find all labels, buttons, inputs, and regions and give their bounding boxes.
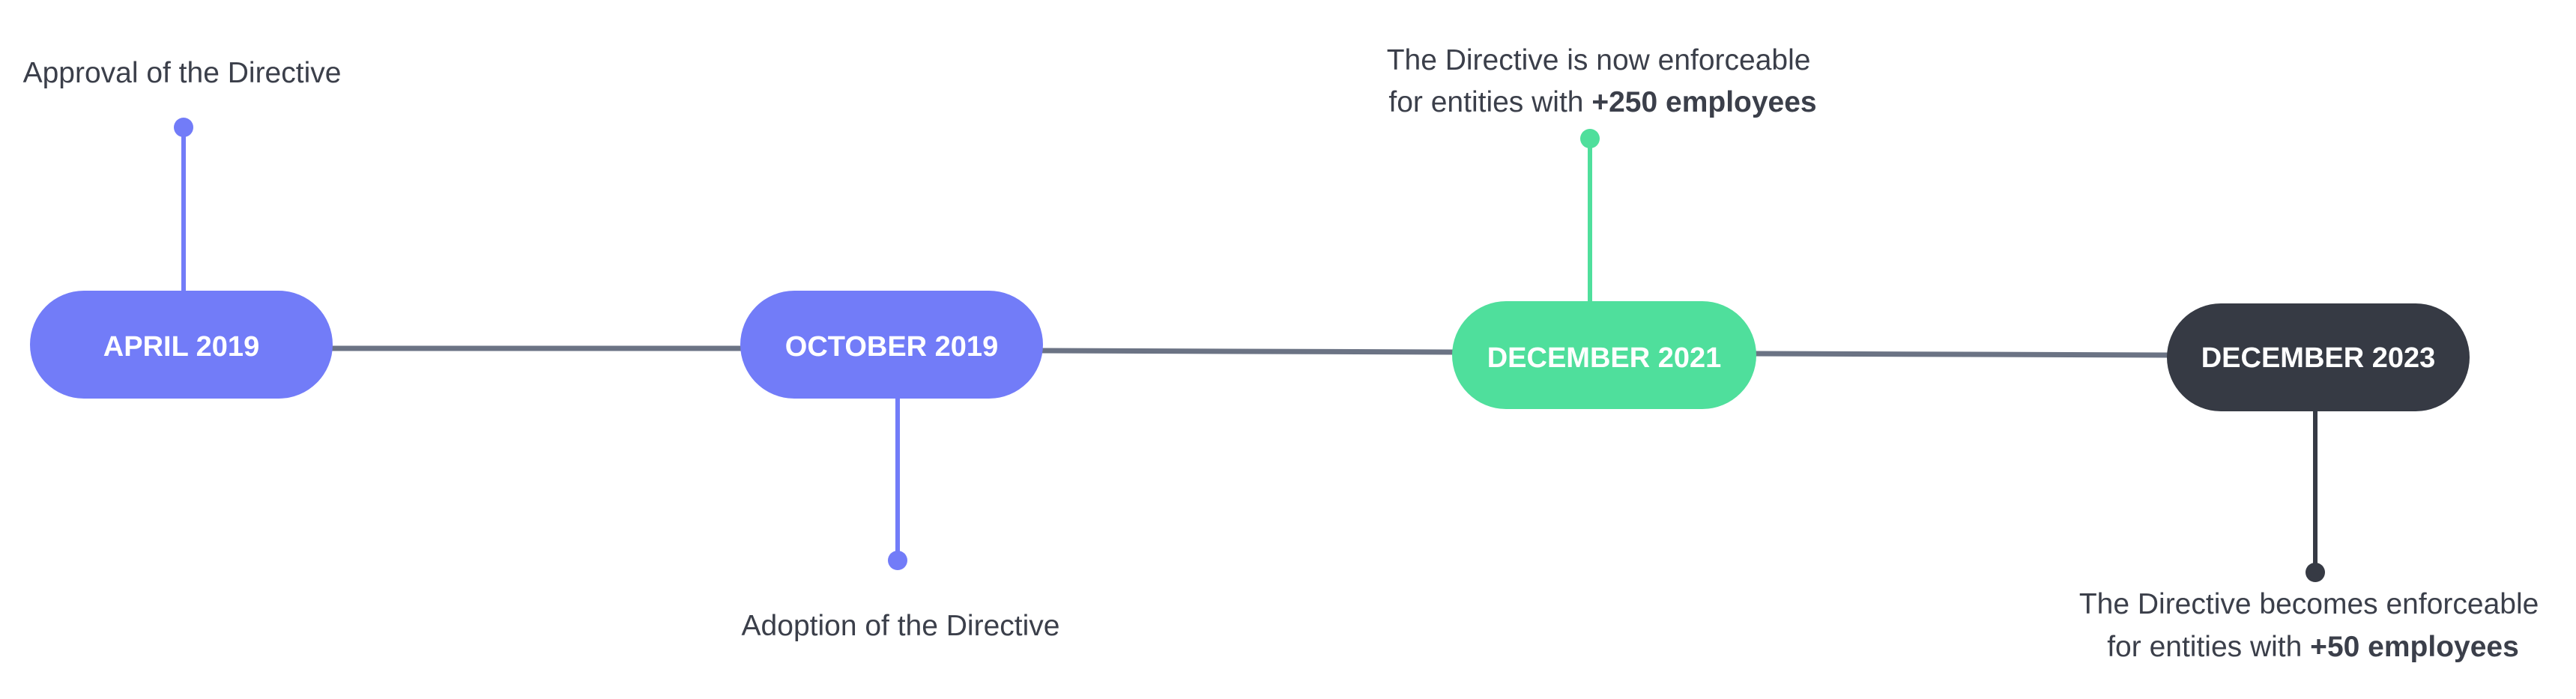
timeline-connectors xyxy=(330,345,2170,358)
milestone-caption: The Directive becomes enforceable for en… xyxy=(2079,588,2547,663)
stem-dot xyxy=(2306,563,2325,582)
date-pill-label: DECEMBER 2021 xyxy=(1487,342,1722,374)
milestone-april-2019: APRIL 2019 Approval of the Directive xyxy=(23,57,342,399)
connector-line-3 xyxy=(1753,351,2170,358)
date-pill-label: DECEMBER 2023 xyxy=(2201,342,2436,374)
date-pill-label: APRIL 2019 xyxy=(103,331,259,363)
date-pill xyxy=(740,291,1043,399)
milestone-october-2019: OCTOBER 2019 Adoption of the Directive xyxy=(740,291,1059,642)
connector-line-2 xyxy=(1041,348,1454,355)
milestone-december-2023: DECEMBER 2023 The Directive becomes enfo… xyxy=(2079,303,2547,663)
milestone-caption: Adoption of the Directive xyxy=(742,610,1060,642)
milestone-caption: The Directive is now enforceable for ent… xyxy=(1387,44,1819,118)
date-pill xyxy=(30,291,333,399)
milestone-december-2021: DECEMBER 2021 The Directive is now enfor… xyxy=(1387,44,1819,409)
date-pill-label: OCTOBER 2019 xyxy=(785,331,998,363)
date-pill xyxy=(1452,301,1756,409)
stem-dot xyxy=(888,551,907,570)
stem-dot xyxy=(1580,129,1600,148)
stem-dot xyxy=(174,118,193,137)
date-pill xyxy=(2167,303,2470,411)
milestone-caption: Approval of the Directive xyxy=(23,57,342,89)
